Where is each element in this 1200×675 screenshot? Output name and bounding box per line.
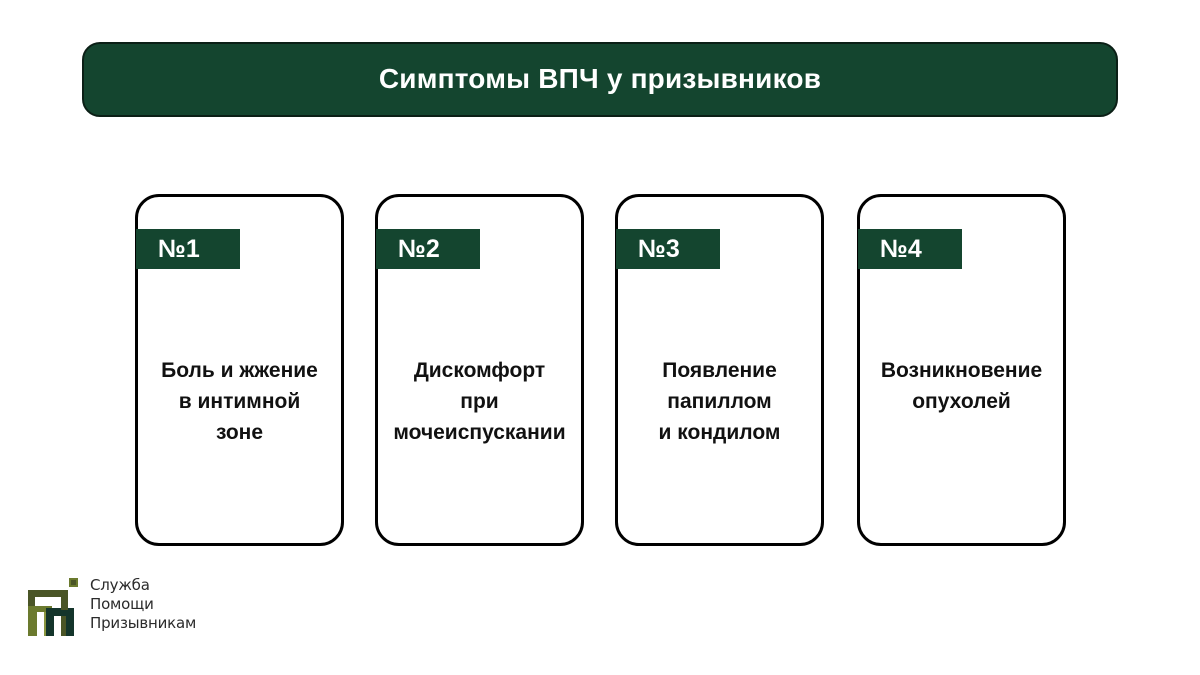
symptom-card: №4 Возникновение опухолей	[857, 194, 1066, 546]
card-body-text: Боль и жжение в интимной зоне	[161, 359, 318, 444]
card-number-badge: №3	[616, 229, 720, 269]
card-number-badge: №4	[858, 229, 962, 269]
symptom-card: №1 Боль и жжение в интимной зоне	[135, 194, 344, 546]
card-body-text: Возникновение опухолей	[880, 359, 1043, 413]
brand-logo-text: Служба Помощи Призывникам	[90, 576, 197, 632]
symptom-card: №3 Появление папиллом и кондилом	[615, 194, 824, 546]
brand-logo: Служба Помощи Призывникам	[28, 576, 228, 642]
slide-title-banner: Симптомы ВПЧ у призывников	[82, 42, 1118, 117]
card-number-badge: №1	[136, 229, 240, 269]
symptom-cards-row: №1 Боль и жжение в интимной зоне №2 Диск…	[135, 194, 1066, 546]
symptom-card: №2 Дискомфорт при мочеиспускании	[375, 194, 584, 546]
house-logo-icon	[28, 578, 78, 636]
page-title: Симптомы ВПЧ у призывников	[378, 63, 822, 95]
card-body-text: Дискомфорт при мочеиспускании	[393, 359, 566, 444]
card-number-badge: №2	[376, 229, 480, 269]
card-body-text: Появление папиллом и кондилом	[658, 359, 781, 444]
